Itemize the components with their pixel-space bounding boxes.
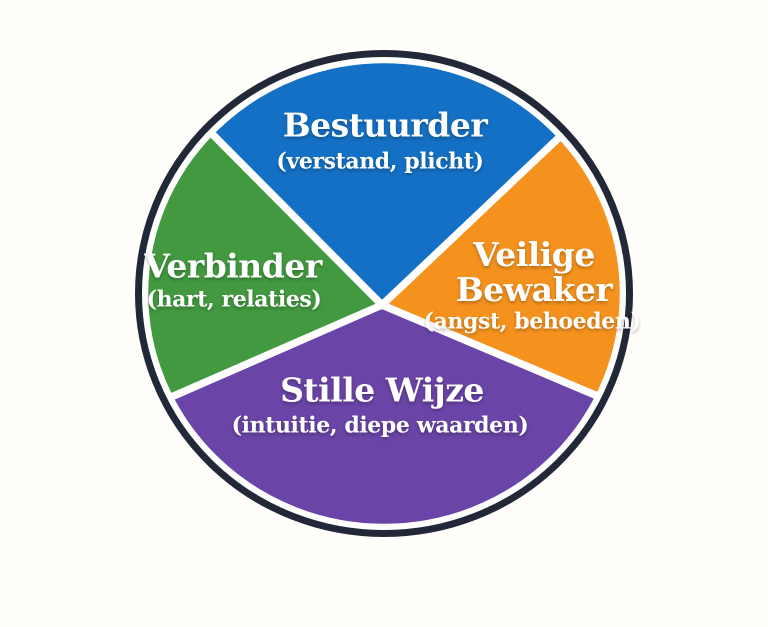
- segment-bestuurder: [145, 60, 623, 305]
- outer-ring: [135, 50, 633, 537]
- segment-veilige-bewaker: [382, 60, 623, 461]
- segment-stille-wijze: [145, 305, 623, 527]
- inner-white-ring: [141, 56, 627, 531]
- segment-verbinder: [145, 60, 382, 466]
- hub-gap: [377, 300, 387, 310]
